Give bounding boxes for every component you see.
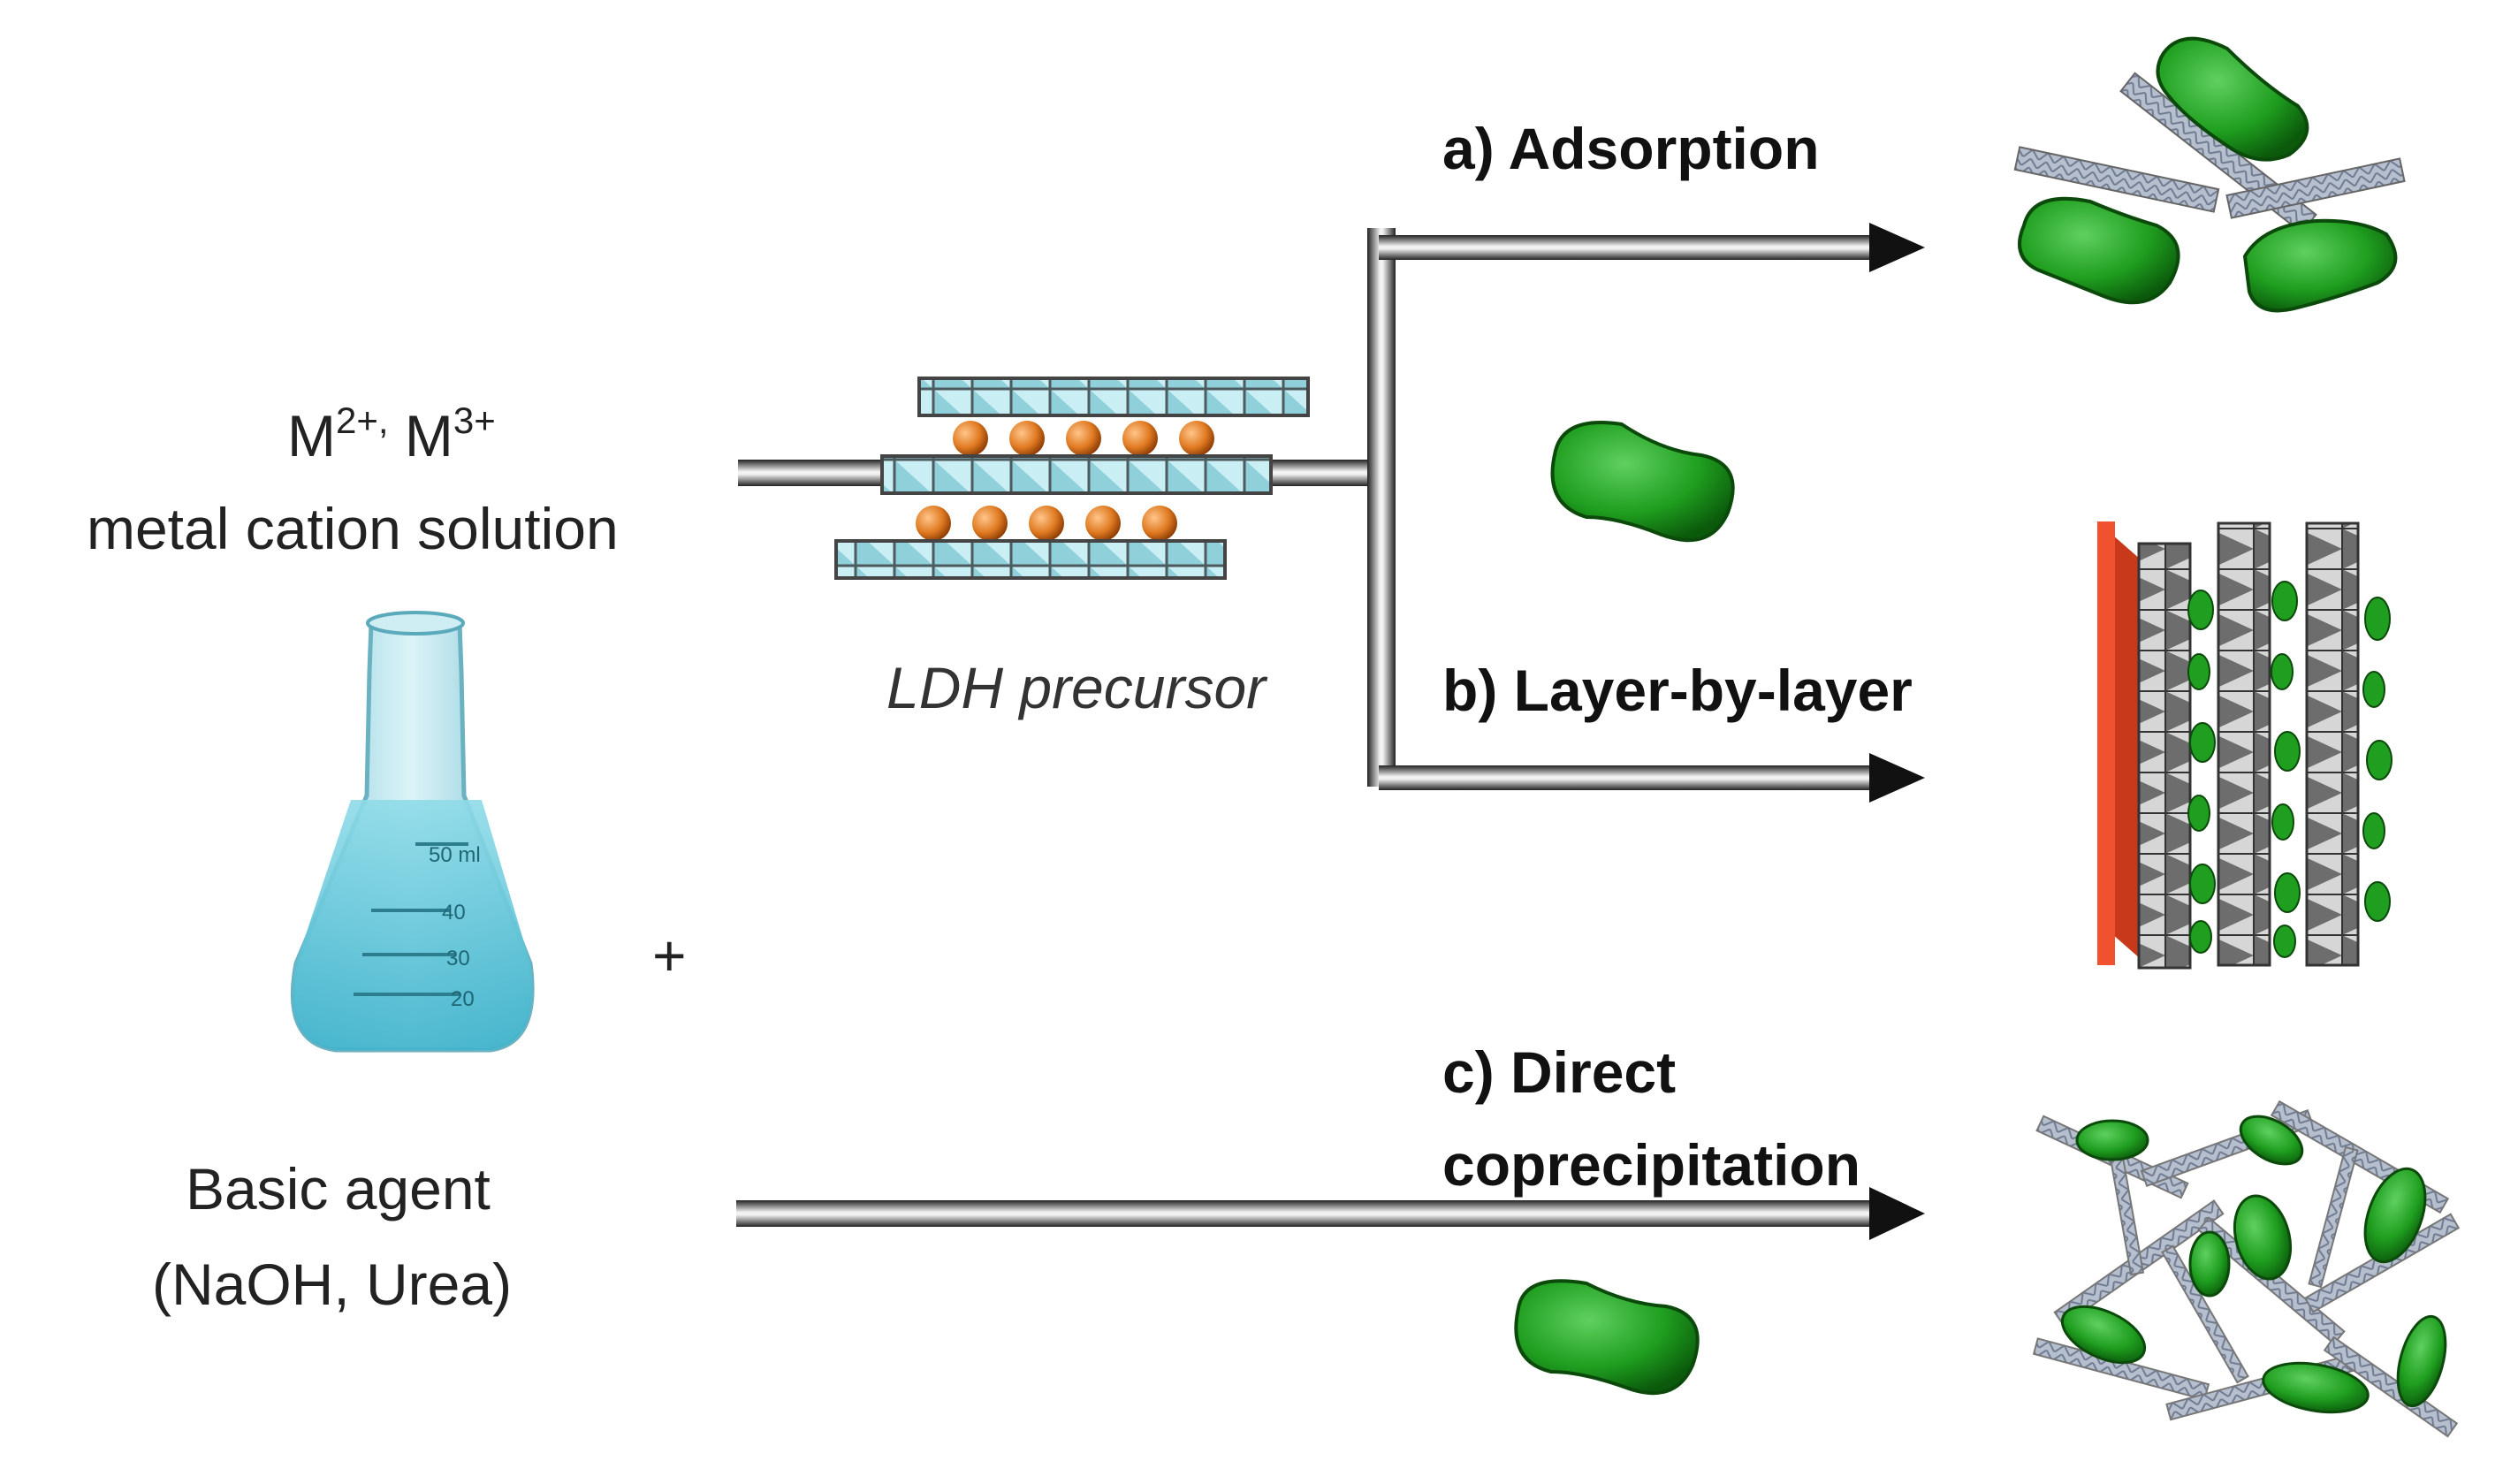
route-a-label: a) Adsorption (1442, 116, 1820, 181)
flask-mark-30: 30 (446, 947, 470, 970)
m2-charge: 2+, (335, 400, 389, 441)
plus-sign: + (652, 923, 687, 988)
layer-by-layer-result-icon (2097, 521, 2392, 970)
bacterium-icon (1514, 1279, 1700, 1396)
arrow-layer-by-layer (1379, 753, 1925, 803)
metal-cation-formula: M2+, M3+ (287, 400, 496, 468)
ldh-precursor-label: LDH precursor (886, 655, 1267, 720)
flask-mark-50: 50 ml (429, 843, 481, 867)
bacterium-icon (1550, 421, 1735, 543)
m2-symbol: M (287, 403, 336, 468)
flask-icon: 50 ml 40 30 20 (290, 611, 535, 1053)
m3-symbol: M (404, 403, 453, 468)
m3-charge: 3+ (453, 400, 496, 441)
route-b-label: b) Layer-by-layer (1442, 658, 1913, 723)
metal-cation-label: metal cation solution (87, 496, 619, 561)
basic-agent-examples: (NaOH, Urea) (152, 1252, 513, 1317)
adsorption-result-icon (2013, 36, 2406, 313)
arrow-adsorption (1379, 223, 1925, 272)
ldh-precursor-icon (834, 377, 1310, 580)
basic-agent-label: Basic agent (186, 1156, 491, 1221)
branch-bar (1367, 228, 1396, 787)
arrow-direct-coprecipitation (736, 1187, 1925, 1240)
coprecipitation-result-icon (2032, 1100, 2466, 1441)
flask-mark-40: 40 (442, 901, 466, 925)
flask-mark-20: 20 (451, 987, 475, 1011)
route-c-label-line1: c) Direct (1442, 1039, 1677, 1105)
route-c-label-line2: coprecipitation (1442, 1132, 1861, 1198)
